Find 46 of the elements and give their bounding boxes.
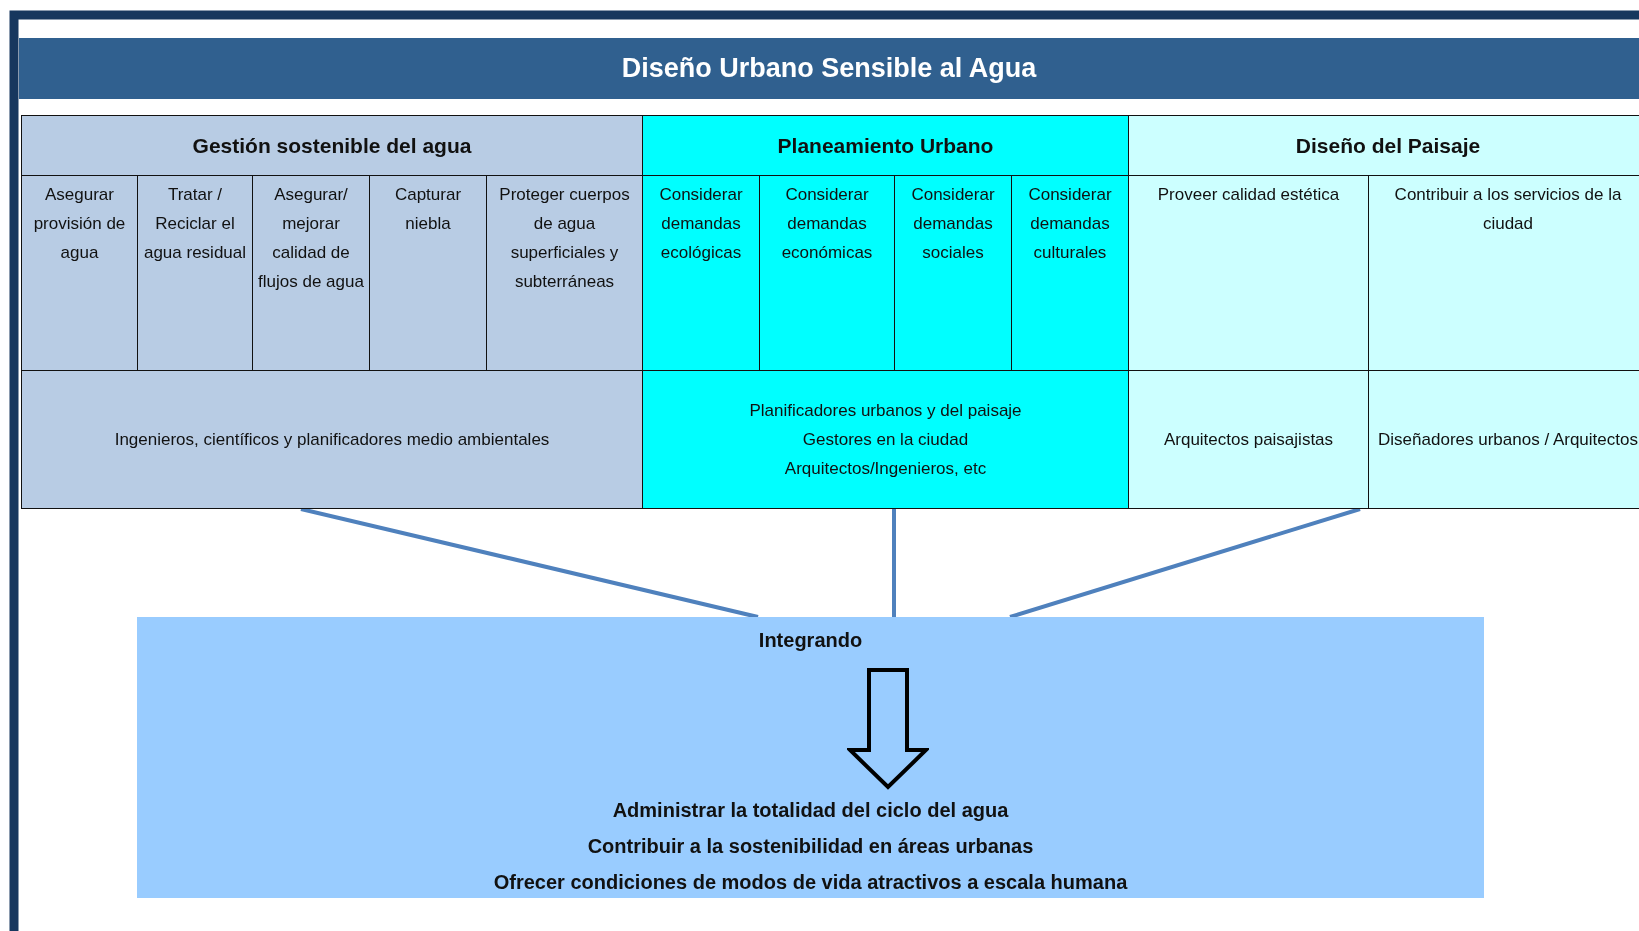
- header-panel: [642, 115, 1129, 176]
- cell-text: Capturar niebla: [393, 184, 463, 235]
- cell-text: Considerar demandas ecológicas: [658, 184, 744, 264]
- cell-text: Planificadores urbanos y del paisaje: [749, 400, 1022, 422]
- cell-text: Considerar demandas sociales: [910, 184, 996, 264]
- table-panel: [759, 175, 895, 371]
- cell-text: Gestores en la ciudad: [802, 429, 969, 451]
- cell-text: Arquitectos paisajistas: [1163, 429, 1334, 451]
- header-panel: [1128, 115, 1639, 176]
- connector-line: [300, 507, 759, 619]
- table-panel: [137, 175, 253, 371]
- cell-text: Considerar demandas culturales: [1027, 184, 1113, 264]
- cell-text: Arquitectos/Ingenieros, etc: [784, 458, 987, 480]
- table-panel: [1368, 370, 1639, 509]
- column-heading: Planeamiento Urbano: [777, 133, 994, 159]
- table-panel: [21, 175, 138, 371]
- outcome-panel: [137, 617, 1484, 898]
- table-panel: [1011, 175, 1129, 371]
- cell-text: Ingenieros, científicos y planificadores medio ambientales: [114, 429, 550, 451]
- box-heading: Integrando: [757, 628, 864, 653]
- table-panel: [894, 175, 1012, 371]
- table-panel: [1128, 370, 1369, 509]
- table-panel: [1368, 175, 1639, 371]
- cell-text: Proveer calidad estética: [1156, 184, 1341, 206]
- cell-text: Asegurar provisión de agua: [32, 184, 127, 264]
- cell-text: Tratar / Reciclar el agua residual: [142, 184, 248, 264]
- table-panel: [369, 175, 487, 371]
- cell-text: Diseñadores urbanos / Arquitectos: [1378, 429, 1638, 451]
- column-heading: Diseño del Paisaje: [1295, 133, 1481, 159]
- table-panel: [252, 175, 370, 371]
- table-panel: [1128, 175, 1369, 371]
- table-panel: [486, 175, 643, 371]
- table-panel: [642, 370, 1129, 509]
- cell-text: Contribuir a los servicios de la ciudad: [1393, 184, 1623, 235]
- outcome-text: Administrar la totalidad del ciclo del agua: [611, 798, 1010, 823]
- connector-line: [892, 509, 896, 617]
- header-panel: [21, 115, 643, 176]
- title-banner: Diseño Urbano Sensible al Agua: [19, 38, 1639, 99]
- outcome-text: Contribuir a la sostenibilidad en áreas urbanas: [586, 834, 1035, 859]
- column-heading: Gestión sostenible del agua: [192, 133, 472, 159]
- cell-text: Proteger cuerpos de agua superficiales y subterráneas: [498, 184, 631, 293]
- cell-text: Asegurar/ mejorar calidad de flujos de agua: [257, 184, 365, 293]
- table-panel: [21, 370, 643, 509]
- outcome-text: Ofrecer condiciones de modos de vida atractivos a escala humana: [492, 870, 1129, 895]
- table-panel: [642, 175, 760, 371]
- cell-text: Considerar demandas económicas: [780, 184, 874, 264]
